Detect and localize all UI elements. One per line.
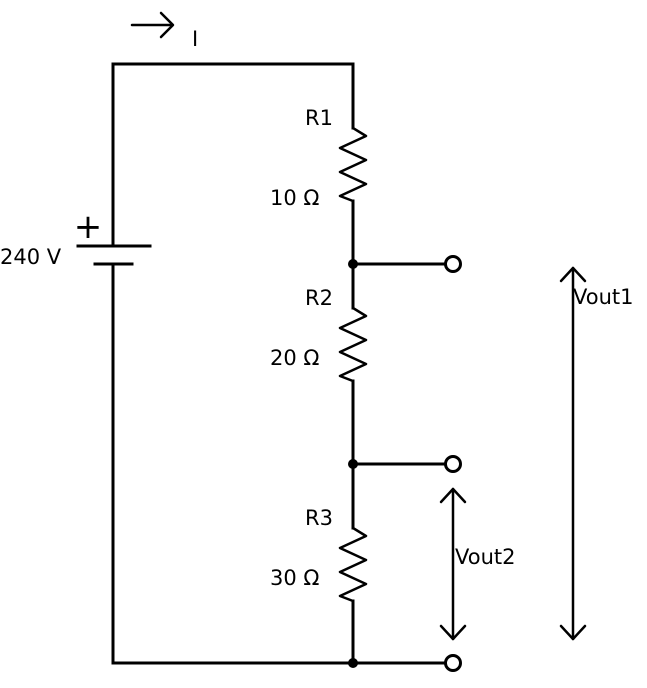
resistor-r3-value: 30 Ω xyxy=(270,566,319,590)
battery-polarity: + xyxy=(74,207,103,247)
resistor-r3-zigzag xyxy=(338,526,368,603)
vout1-label: Vout1 xyxy=(573,285,634,309)
current-label: I xyxy=(192,27,198,51)
vout2-label: Vout2 xyxy=(455,545,516,569)
output-terminal-1 xyxy=(444,255,462,273)
resistor-r1-name: R1 xyxy=(305,106,333,130)
resistor-r2-name: R2 xyxy=(305,286,333,310)
vout1-double-arrow-icon xyxy=(559,266,587,641)
vout2-double-arrow-icon xyxy=(439,487,467,641)
resistor-r1-zigzag xyxy=(338,126,368,203)
resistor-r3-name: R3 xyxy=(305,506,333,530)
current-arrow-icon xyxy=(130,11,175,39)
junction-dot-2 xyxy=(348,459,358,469)
output-terminal-3 xyxy=(444,654,462,672)
circuit-wires xyxy=(111,62,447,665)
output-terminal-2 xyxy=(444,455,462,473)
junction-dot-1 xyxy=(348,259,358,269)
resistor-r2-value: 20 Ω xyxy=(270,346,319,370)
junction-dot-3 xyxy=(348,658,358,668)
resistor-r1-value: 10 Ω xyxy=(270,186,319,210)
resistor-r2-zigzag xyxy=(338,306,368,383)
battery-voltage-label: 240 V xyxy=(0,245,62,269)
battery-symbol xyxy=(76,244,152,266)
